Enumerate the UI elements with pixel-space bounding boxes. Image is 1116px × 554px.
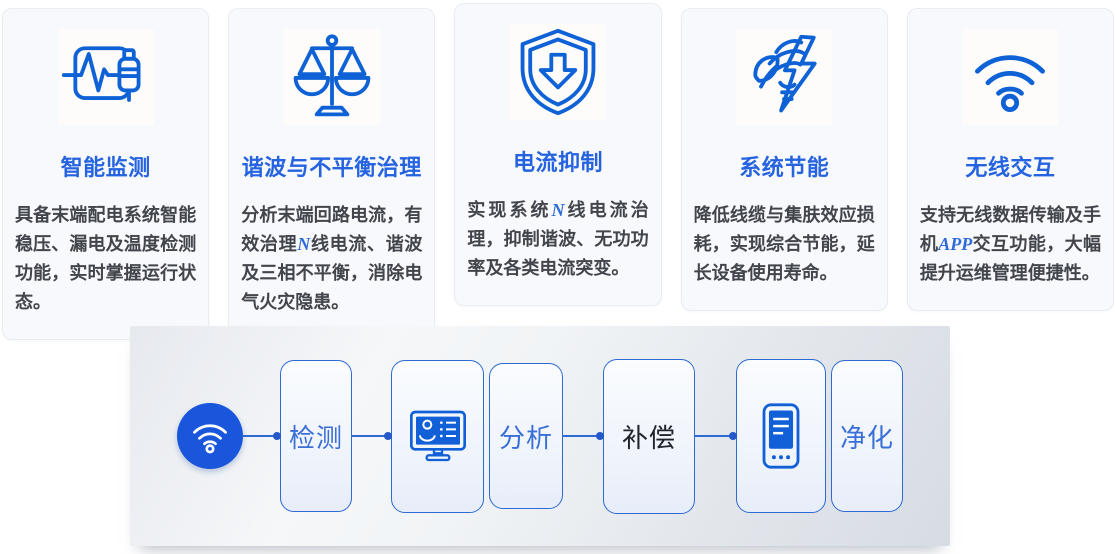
card-title: 系统节能 [739,155,830,180]
card-description: 实现系统N线电流治理，抑制谐波、无功功率及各类电流突变。 [467,196,648,283]
desc-emphasis: APP [938,234,973,254]
card-description: 支持无线数据传输及手机APP交互功能，大幅提升运维管理便捷性。 [920,201,1101,288]
flow-connector [243,435,280,437]
flow-step-device-node [736,359,826,513]
flow-step-purification: 净化 [831,360,903,512]
feature-card-smart-monitoring: 智能监测 具备末端配电系统智能稳压、漏电及温度检测功能，实时掌握运行状态。 [2,8,210,340]
flow-connector [563,435,603,437]
flow-step-label: 分析 [498,422,553,453]
desc-text: 支持无线数据传输及手机 [919,205,1102,254]
flow-step-label: 净化 [839,422,894,453]
flow-connector [352,435,391,437]
balance-scale-icon [283,29,380,125]
card-description: 分析末端回路电流，有效治理N线电流、谐波及三相不平衡，消除电气火灾隐患。 [241,201,422,317]
card-title: 智能监测 [60,155,151,180]
eco-bulb-lightning-icon [736,29,833,125]
control-panel-device-icon [762,403,800,469]
feature-card-energy-saving: 系统节能 降低线缆与集肤效应损耗，实现综合节能，延长设备使用寿命。 [680,8,888,311]
flow-connector [695,435,736,437]
card-description: 具备末端配电系统智能稳压、漏电及温度检测功能，实时掌握运行状态。 [15,201,196,317]
flow-step-compensation: 补偿 [603,358,695,514]
flow-step-label: 补偿 [621,422,676,453]
feature-cards-row: 智能监测 具备末端配电系统智能稳压、漏电及温度检测功能，实时掌握运行状态。 谐波… [0,3,1116,340]
desc-text: 交互功能，大幅提升运维管理便捷性。 [919,234,1102,283]
flow-step-analysis: 分析 [489,363,563,509]
desc-text: 降低线缆与集肤效应损耗，实现综合节能，延长设备使用寿命。 [693,205,875,283]
card-description: 降低线缆与集肤效应损耗，实现综合节能，延长设备使用寿命。 [694,201,875,288]
card-title: 电流抑制 [513,150,604,175]
desc-text: 线电流治理，抑制谐波、无功功率及各类电流突变。 [467,200,649,278]
feature-card-wireless-interaction: 无线交互 支持无线数据传输及手机APP交互功能，大幅提升运维管理便捷性。 [906,8,1115,311]
process-flow-panel: 检测 分析 补偿 [130,326,950,546]
desc-emphasis: N [297,234,311,254]
pulse-monitor-plug-icon [57,29,154,125]
wifi-icon [962,29,1059,125]
wifi-icon [193,424,227,454]
flow-step-label: 检测 [288,422,343,453]
desc-text: 实现系统 [467,200,552,220]
desc-text: 线电流、谐波及三相不平衡，消除电气火灾隐患。 [241,234,423,312]
desc-text: 具备末端配电系统智能稳压、漏电及温度检测功能，实时掌握运行状态。 [15,205,197,312]
feature-card-harmonic-balance: 谐波与不平衡治理 分析末端回路电流，有效治理N线电流、谐波及三相不平衡，消除电气… [228,8,436,340]
flow-step-detection: 检测 [280,360,352,512]
desc-text: 分析末端回路电流，有效治理 [241,205,423,254]
card-title: 谐波与不平衡治理 [241,155,422,180]
feature-card-current-suppression: 电流抑制 实现系统N线电流治理，抑制谐波、无功功率及各类电流突变。 [454,3,662,306]
monitor-user-list-icon [409,410,466,462]
shield-down-arrow-icon [510,24,606,120]
flow-step-monitor-node [391,359,484,513]
wifi-source-node [177,403,243,469]
desc-emphasis: N [551,200,565,220]
card-title: 无线交互 [965,155,1056,180]
